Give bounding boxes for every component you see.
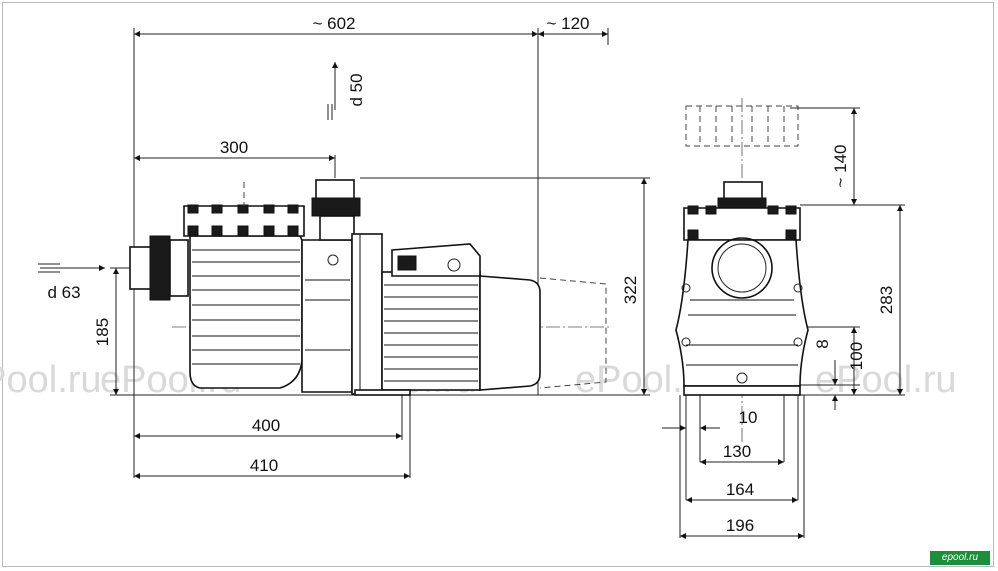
dimension-lines bbox=[38, 31, 903, 539]
dimension-labels: ~ 602 ~ 120 300 d 50 d 63 185 322 400 41… bbox=[47, 14, 896, 535]
dim-base-410: 410 bbox=[250, 456, 278, 475]
dim-outlet-distance: 300 bbox=[220, 138, 248, 157]
dim-motor-cover: ~ 120 bbox=[546, 14, 589, 33]
watermark-text: ePool.ru bbox=[0, 359, 102, 401]
pump-end-view bbox=[675, 98, 905, 538]
dim-lid-clearance: ~ 140 bbox=[831, 144, 850, 187]
dim-total-height: 322 bbox=[621, 276, 640, 304]
watermark-text: ePool.ru bbox=[815, 359, 957, 401]
dim-inlet-height: 185 bbox=[93, 318, 112, 346]
dim-foot-8: 8 bbox=[813, 339, 832, 348]
dim-bolt-130: 130 bbox=[723, 442, 751, 461]
dim-inlet: d 63 bbox=[47, 283, 80, 302]
dim-side-height: 283 bbox=[877, 286, 896, 314]
site-logo-text: epool.ru bbox=[941, 552, 979, 563]
dim-foot-10: 10 bbox=[739, 408, 758, 427]
dim-base-164: 164 bbox=[726, 480, 754, 499]
site-logo: epool.ru bbox=[930, 551, 990, 565]
dim-base-400: 400 bbox=[252, 416, 280, 435]
pump-side-view bbox=[110, 28, 650, 478]
dim-overall-length: ~ 602 bbox=[312, 14, 355, 33]
dim-axis-100: 100 bbox=[847, 342, 866, 370]
dim-width-196: 196 bbox=[726, 516, 754, 535]
dim-outlet: d 50 bbox=[347, 73, 366, 106]
